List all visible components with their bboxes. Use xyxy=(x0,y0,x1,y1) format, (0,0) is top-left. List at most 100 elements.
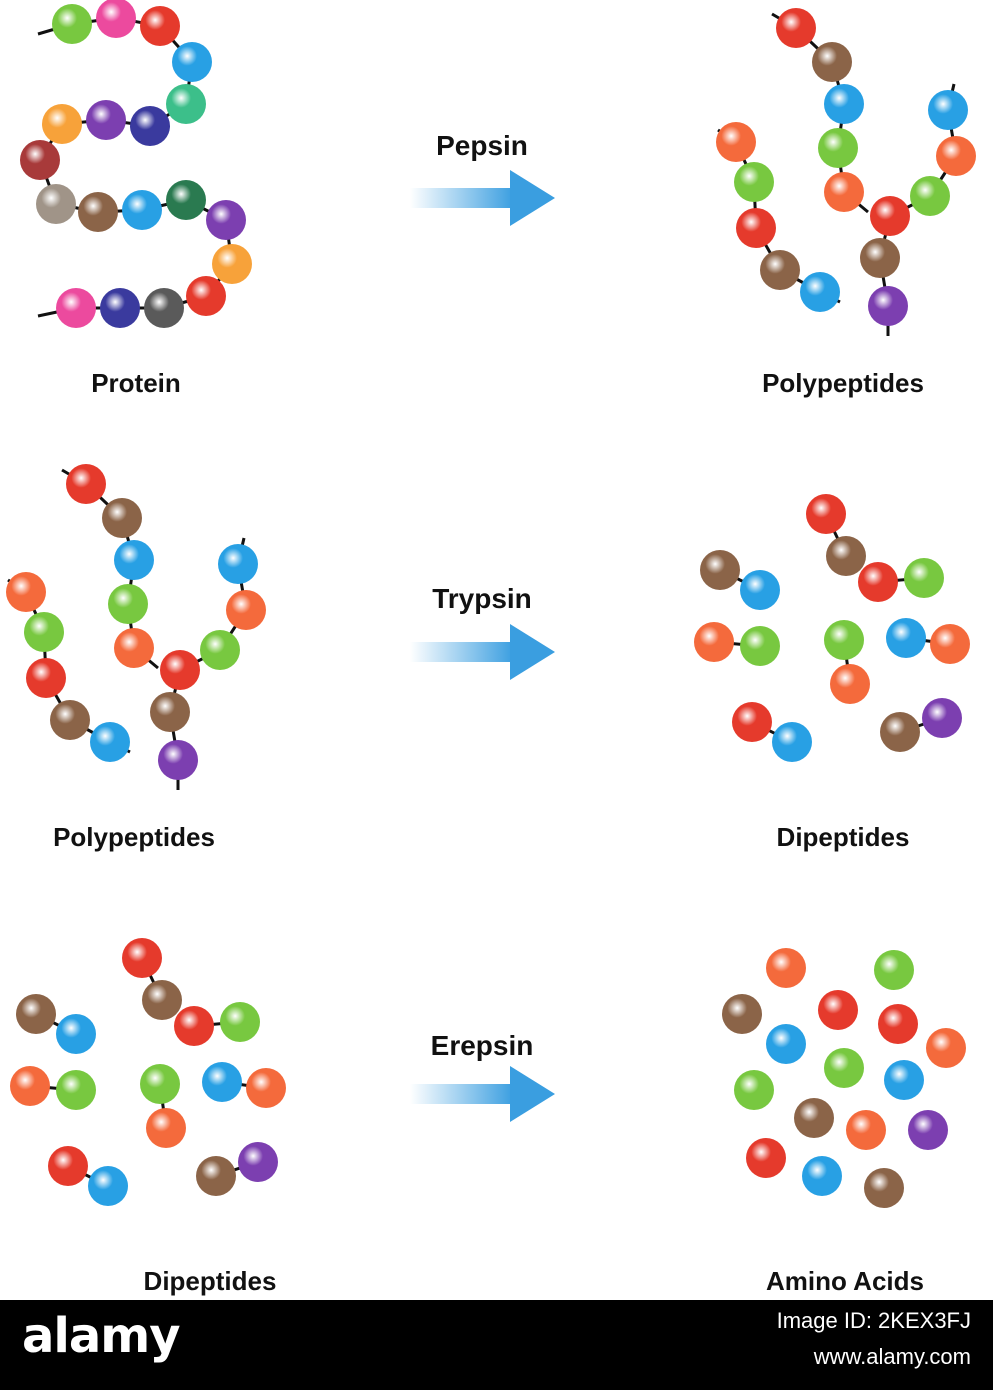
amino-acid-bead xyxy=(226,590,266,630)
amino-acid-bead xyxy=(740,626,780,666)
amino-acid-bead xyxy=(146,1108,186,1148)
amino-acid-bead xyxy=(746,1138,786,1178)
amino-acid-bead xyxy=(736,208,776,248)
amino-acid-bead xyxy=(846,1110,886,1150)
amino-acid-bead xyxy=(142,980,182,1020)
amino-acid-bead xyxy=(800,272,840,312)
label-dipeptides-bottom: Dipeptides xyxy=(143,1266,277,1296)
amino-acid-bead xyxy=(826,536,866,576)
amino-acid-bead xyxy=(806,494,846,534)
amino-acid-bead xyxy=(732,702,772,742)
amino-acid-bead xyxy=(88,1166,128,1206)
amino-acid-bead xyxy=(908,1110,948,1150)
watermark-footer xyxy=(0,1300,993,1390)
amino-acid-bead xyxy=(772,722,812,762)
amino-acid-bead xyxy=(868,286,908,326)
amino-acid-bead xyxy=(122,190,162,230)
amino-acid-beads xyxy=(6,0,976,1208)
amino-acid-bead xyxy=(102,498,142,538)
amino-acid-bead xyxy=(96,0,136,38)
amino-acid-bead xyxy=(36,184,76,224)
amino-acid-bead xyxy=(150,692,190,732)
label-amino-acids: Amino Acids xyxy=(766,1266,924,1296)
amino-acid-bead xyxy=(830,664,870,704)
amino-acid-bead xyxy=(802,1156,842,1196)
amino-acid-bead xyxy=(202,1062,242,1102)
amino-acid-bead xyxy=(206,200,246,240)
amino-acid-bead xyxy=(878,1004,918,1044)
amino-acid-bead xyxy=(86,100,126,140)
amino-acid-bead xyxy=(174,1006,214,1046)
amino-acid-bead xyxy=(812,42,852,82)
amino-acid-bead xyxy=(140,1064,180,1104)
amino-acid-bead xyxy=(144,288,184,328)
amino-acid-bead xyxy=(766,948,806,988)
amino-acid-bead xyxy=(930,624,970,664)
amino-acid-bead xyxy=(700,550,740,590)
amino-acid-bead xyxy=(776,8,816,48)
amino-acid-bead xyxy=(246,1068,286,1108)
enzyme-label-erepsin: Erepsin xyxy=(430,1030,534,1061)
enzyme-label-trypsin: Trypsin xyxy=(432,583,532,614)
amino-acid-bead xyxy=(172,42,212,82)
amino-acid-bead xyxy=(122,938,162,978)
amino-acid-bead xyxy=(860,238,900,278)
amino-acid-bead xyxy=(10,1066,50,1106)
amino-acid-bead xyxy=(874,950,914,990)
amino-acid-bead xyxy=(56,288,96,328)
amino-acid-bead xyxy=(824,84,864,124)
amino-acid-bead xyxy=(880,712,920,752)
amino-acid-bead xyxy=(922,698,962,738)
amino-acid-bead xyxy=(66,464,106,504)
amino-acid-bead xyxy=(218,544,258,584)
amino-acid-bead xyxy=(114,628,154,668)
amino-acid-bead xyxy=(6,572,46,612)
amino-acid-bead xyxy=(740,570,780,610)
trypsin-arrow xyxy=(410,624,555,680)
amino-acid-bead xyxy=(760,250,800,290)
erepsin-arrow xyxy=(410,1066,555,1122)
amino-acid-bead xyxy=(196,1156,236,1196)
amino-acid-bead xyxy=(78,192,118,232)
amino-acid-bead xyxy=(90,722,130,762)
amino-acid-bead xyxy=(160,650,200,690)
amino-acid-bead xyxy=(694,622,734,662)
amino-acid-bead xyxy=(158,740,198,780)
enzyme-label-pepsin: Pepsin xyxy=(436,130,528,161)
amino-acid-bead xyxy=(886,618,926,658)
amino-acid-bead xyxy=(884,1060,924,1100)
amino-acid-bead xyxy=(52,4,92,44)
amino-acid-bead xyxy=(722,994,762,1034)
amino-acid-bead xyxy=(100,288,140,328)
amino-acid-bead xyxy=(716,122,756,162)
amino-acid-bead xyxy=(904,558,944,598)
watermark-logo: alamy xyxy=(22,1308,181,1364)
amino-acid-bead xyxy=(824,172,864,212)
label-dipeptides-mid: Dipeptides xyxy=(776,822,910,852)
amino-acid-bead xyxy=(20,140,60,180)
amino-acid-bead xyxy=(16,994,56,1034)
watermark-image-id: Image ID: 2KEX3FJ xyxy=(776,1308,971,1333)
amino-acid-bead xyxy=(42,104,82,144)
amino-acid-bead xyxy=(48,1146,88,1186)
label-protein: Protein xyxy=(91,368,181,398)
amino-acid-bead xyxy=(926,1028,966,1068)
amino-acid-bead xyxy=(870,196,910,236)
amino-acid-bead xyxy=(824,620,864,660)
amino-acid-bead xyxy=(130,106,170,146)
amino-acid-bead xyxy=(818,990,858,1030)
amino-acid-bead xyxy=(212,244,252,284)
amino-acid-bead xyxy=(734,162,774,202)
amino-acid-bead xyxy=(928,90,968,130)
amino-acid-bead xyxy=(734,1070,774,1110)
amino-acid-bead xyxy=(24,612,64,652)
amino-acid-bead xyxy=(936,136,976,176)
amino-acid-bead xyxy=(186,276,226,316)
amino-acid-bead xyxy=(140,6,180,46)
amino-acid-bead xyxy=(50,700,90,740)
amino-acid-bead xyxy=(794,1098,834,1138)
amino-acid-bead xyxy=(26,658,66,698)
amino-acid-bead xyxy=(114,540,154,580)
amino-acid-bead xyxy=(166,84,206,124)
amino-acid-bead xyxy=(818,128,858,168)
